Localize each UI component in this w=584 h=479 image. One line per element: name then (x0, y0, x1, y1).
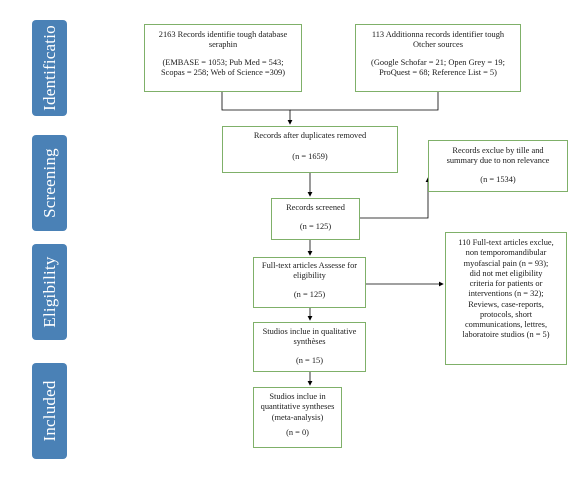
quantitative-line3: (meta-analysis) (271, 412, 324, 422)
excluded-title-line2: summary due to non relevance (446, 156, 550, 166)
screened-box: Records screened (n = 125) (271, 198, 360, 240)
database-records-line3: (EMBASE = 1053; Pub Med = 543; (162, 57, 284, 67)
fulltext-excluded-line9: communications, lettres, (464, 320, 548, 329)
qualitative-line2: synthèses (293, 337, 326, 347)
quantitative-line2: quantitative syntheses (260, 402, 335, 412)
after-duplicates-line1: Records after duplicates removed (253, 131, 367, 140)
fulltext-excluded-line3: myofascial pain (n = 93); (463, 258, 549, 268)
database-records-line1: 2163 Records identifie tough database (158, 30, 288, 39)
phase-eligibility-label: Eligibility (39, 256, 59, 328)
database-records-line4: Scopas = 258; Web of Science =309) (161, 67, 285, 77)
other-sources-line3: (Google Schofar = 21; Open Grey = 19; (371, 57, 505, 67)
arrow-other-to-duplicates (290, 92, 439, 111)
fulltext-excluded-line1: 110 Full-text articles exclue, (458, 238, 554, 247)
quantitative-line4: (n = 0) (286, 427, 309, 437)
fulltext-excluded-line8: protocols, short (479, 309, 533, 319)
fulltext-excluded-line5: criteria for patients or (469, 279, 543, 288)
quantitative-line1: Studios inclue in (269, 392, 326, 401)
fulltext-excluded-line7: Reviews, case-reports, (468, 299, 544, 309)
fulltext-excluded-line2: non temporomandibular (465, 248, 547, 258)
fulltext-assessed-line2: eligibility (293, 271, 326, 281)
fulltext-excluded-line4: did not met eligibility (469, 268, 543, 278)
qualitative-line1: Studios inclue in qualitative (262, 327, 357, 336)
screened-line1: Records screened (286, 203, 345, 212)
arrow-db-to-duplicates (221, 92, 293, 125)
arrow-screened-to-excluded (360, 177, 431, 219)
after-duplicates-box: Records after duplicates removed (n = 16… (222, 126, 398, 173)
qualitative-line3: (n = 15) (295, 355, 324, 365)
fulltext-assessed-box: Full-text articles Assesse for eligibili… (253, 257, 366, 308)
other-sources-line1: 113 Additionna records identifier tough (371, 30, 505, 39)
database-records-line2: seraphin (208, 40, 238, 50)
qualitative-box: Studios inclue in qualitative synthèses … (253, 322, 366, 372)
database-records-box: 2163 Records identifie tough database se… (144, 24, 302, 92)
after-duplicates-line2: (n = 1659) (292, 152, 328, 162)
quantitative-box: Studios inclue in quantitative syntheses… (253, 387, 342, 448)
fulltext-assessed-line3: (n = 125) (293, 289, 326, 299)
other-sources-line4: ProQuest = 68; Reference List = 5) (379, 67, 497, 77)
fulltext-excluded-line6: interventions (n = 32); (468, 289, 544, 299)
excluded-title-box: Records exclue by tille and summary due … (428, 140, 568, 192)
phase-identification-label: Identificatio (39, 25, 59, 111)
other-sources-box: 113 Additionna records identifier tough … (355, 24, 521, 92)
excluded-title-line1: Records exclue by tille and (452, 146, 544, 155)
phase-screening-label: Screening (39, 148, 59, 218)
screened-line2: (n = 125) (299, 222, 332, 232)
fulltext-assessed-line1: Full-text articles Assesse for (261, 261, 358, 270)
fulltext-excluded-box: 110 Full-text articles exclue, non tempo… (445, 232, 567, 365)
phase-included: Included (32, 363, 67, 459)
phase-screening: Screening (32, 135, 67, 231)
phase-eligibility: Eligibility (32, 244, 67, 340)
excluded-title-line3: (n = 1534) (480, 174, 516, 184)
phase-identification: Identificatio (32, 20, 67, 116)
fulltext-excluded-line10: laboratoire studios (n = 5) (462, 330, 550, 340)
phase-included-label: Included (39, 380, 59, 442)
other-sources-line2: Otcher sources (413, 40, 463, 50)
